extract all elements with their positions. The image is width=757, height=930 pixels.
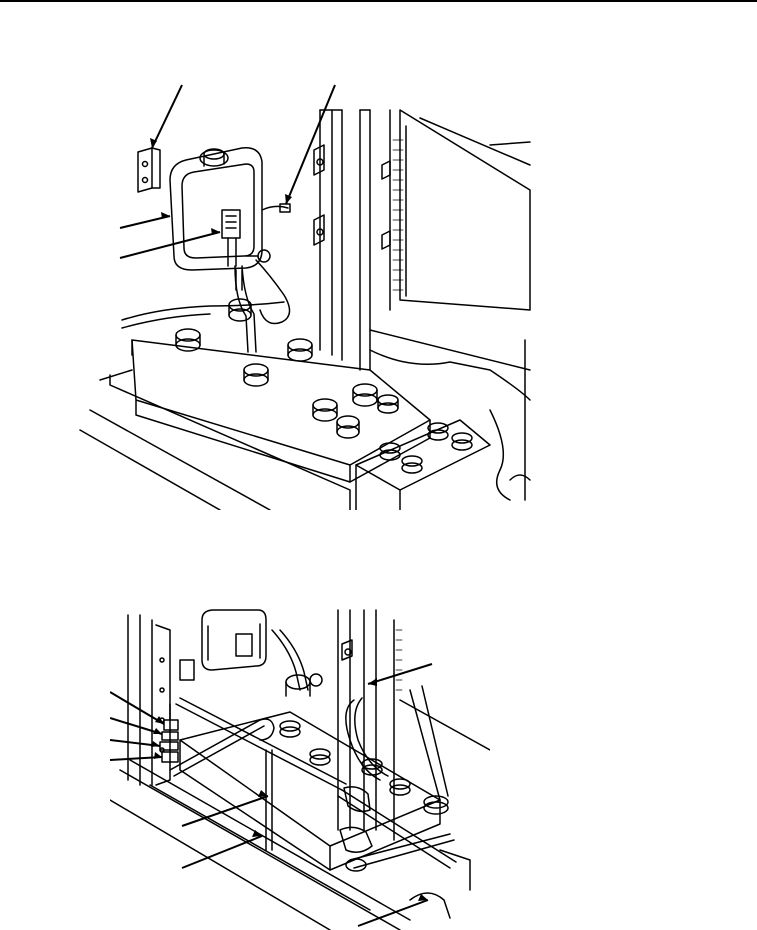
frame-posts xyxy=(314,110,390,370)
reservoir-box xyxy=(202,610,322,696)
hold-down-rods xyxy=(170,698,456,871)
battery-left xyxy=(132,299,430,482)
battery-box-upper-illustration xyxy=(70,70,540,510)
reservoir-box xyxy=(170,148,290,352)
callout-leaders xyxy=(110,664,432,926)
cable xyxy=(122,302,284,320)
right-frame xyxy=(338,610,402,840)
callout-arrowheads xyxy=(150,138,292,235)
battery-box-lower-illustration xyxy=(110,600,490,930)
callout-leaders xyxy=(120,85,335,258)
battery-right xyxy=(356,420,490,510)
mounting-bracket xyxy=(138,148,160,192)
callout-arrowheads xyxy=(151,678,428,901)
battery-cable xyxy=(346,700,380,780)
nut-stack xyxy=(160,704,178,762)
radiator-panel xyxy=(390,110,530,310)
header-rule xyxy=(0,0,757,2)
battery xyxy=(180,712,448,870)
